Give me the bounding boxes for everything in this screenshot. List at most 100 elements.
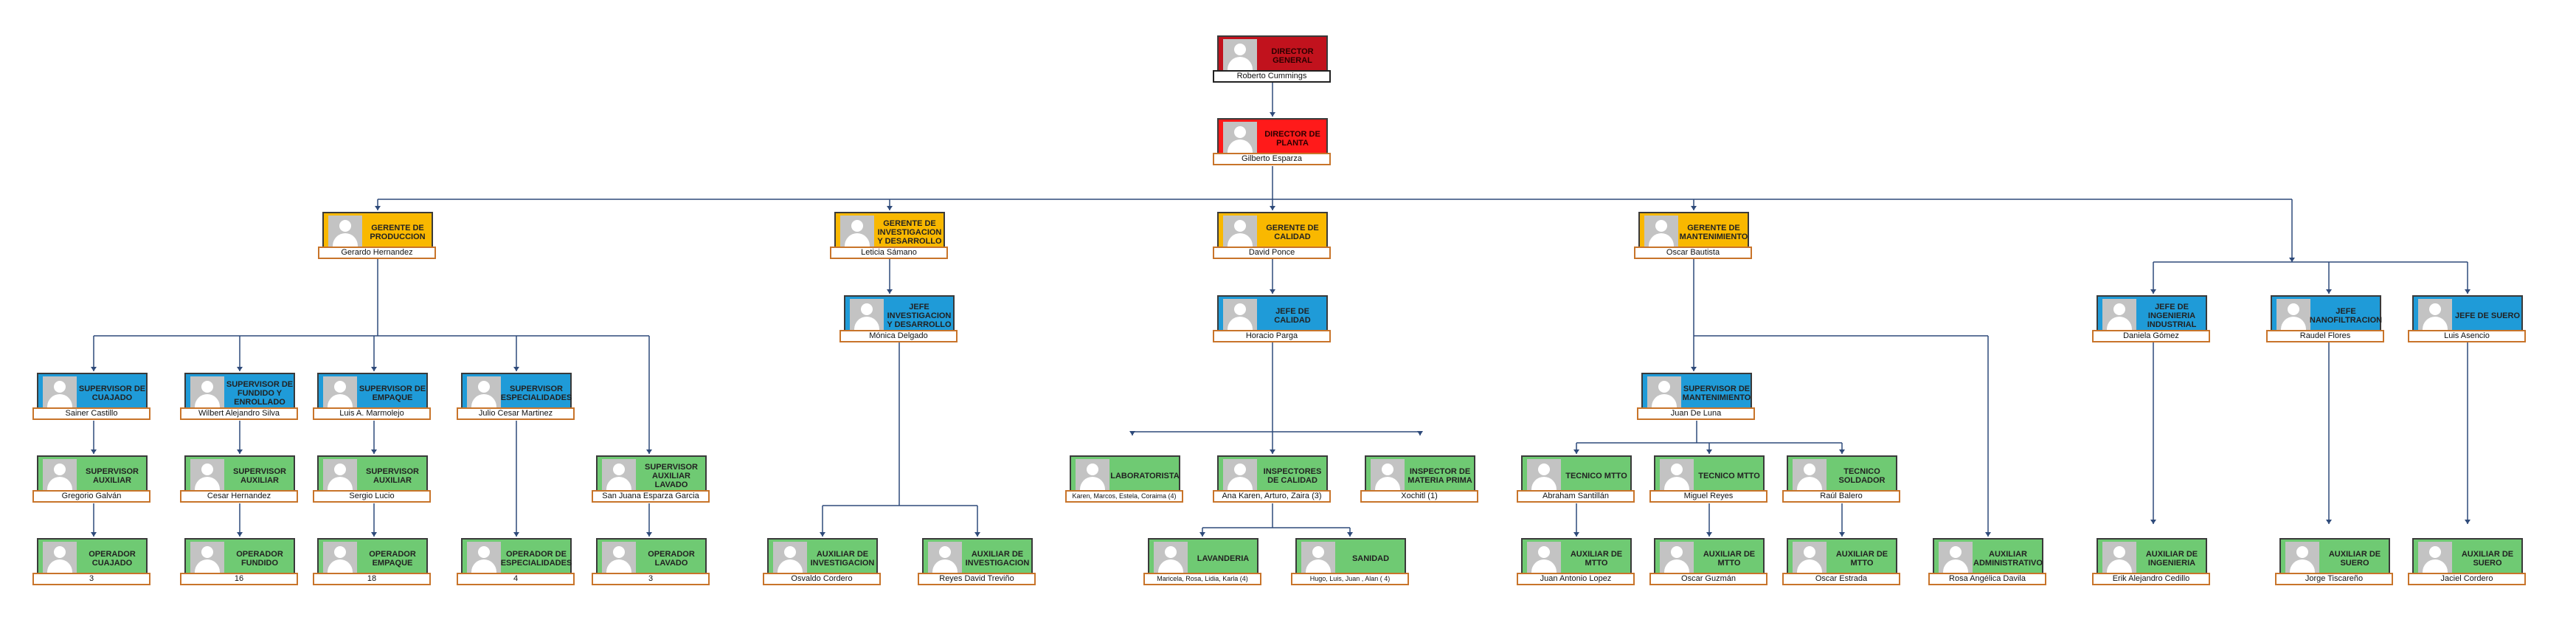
node-title: SUPERVISOR DE EMPAQUE — [359, 385, 426, 402]
node-title: AUXILIAR DE SUERO — [2461, 550, 2514, 568]
person-silhouette-icon — [1154, 542, 1188, 576]
node-inspector-materia-prima: INSPECTOR DE MATERIA PRIMA Xochitl (1) — [1360, 455, 1481, 507]
person-silhouette-icon — [1223, 216, 1257, 249]
node-title: JEFE DE INGENIERIA INDUSTRIAL — [2147, 303, 2197, 329]
node-title: JEFE NANOFILTRACION — [2309, 307, 2383, 325]
node-title: TECNICO MTTO — [1698, 472, 1760, 480]
node-title: SUPERVISOR AUXILIAR LAVADO — [645, 463, 698, 489]
node-name: Juan Antonio Lopez — [1517, 573, 1635, 585]
node-title: AUXILIAR ADMINISTRATIVO — [1973, 550, 2043, 568]
node-operador-fundido: OPERADOR FUNDIDO 16 — [180, 538, 301, 590]
node-name: Daniela Gómez — [2092, 330, 2210, 342]
node-name: Luis A. Marmolejo — [313, 407, 431, 420]
node-name: Cesar Hernandez — [180, 490, 298, 503]
person-silhouette-icon — [602, 459, 636, 493]
node-title: INSPECTORES DE CALIDAD — [1263, 467, 1322, 485]
node-title: JEFE DE SUERO — [2454, 311, 2521, 320]
node-director-planta: DIRECTOR DE PLANTA Gilberto Esparza — [1213, 118, 1334, 170]
node-auxiliar-investigacion-2: AUXILIAR DE INVESTIGACION Reyes David Tr… — [918, 538, 1039, 590]
node-jefe-ingenieria: JEFE DE INGENIERIA INDUSTRIAL Daniela Gó… — [2092, 295, 2213, 347]
node-name: Roberto Cummings — [1213, 70, 1331, 83]
node-name: 18 — [313, 573, 431, 585]
node-auxiliar-administrativo: AUXILIAR ADMINISTRATIVO Rosa Angélica Da… — [1928, 538, 2049, 590]
node-name: Xochitl (1) — [1360, 490, 1478, 503]
node-title: SUPERVISOR DE CUAJADO — [78, 385, 146, 402]
person-silhouette-icon — [323, 459, 357, 493]
node-name: Leticia Sámano — [830, 247, 948, 259]
node-jefe-investigacion: JEFE INVESTIGACION Y DESARROLLO Mónica D… — [839, 295, 960, 347]
node-name: 3 — [592, 573, 710, 585]
node-title: SUPERVISOR DE FUNDIDO Y ENROLLADO — [226, 380, 294, 407]
person-silhouette-icon — [1223, 459, 1257, 493]
node-title: TECNICO MTTO — [1565, 472, 1627, 480]
node-title: GERENTE DE PRODUCCION — [370, 224, 426, 241]
node-title: GERENTE DE INVESTIGACION Y DESARROLLO — [877, 219, 942, 246]
node-name: Maricela, Rosa, Lidia, Karla (4) — [1143, 573, 1261, 585]
node-supervisor-auxiliar-empaque: SUPERVISOR AUXILIAR Sergio Lucio — [313, 455, 434, 507]
person-silhouette-icon — [2276, 299, 2310, 333]
person-silhouette-icon — [190, 542, 224, 576]
node-name: Oscar Estrada — [1782, 573, 1900, 585]
person-silhouette-icon — [1076, 459, 1109, 493]
node-name: Gerardo Hernandez — [318, 247, 436, 259]
node-title: SUPERVISOR ESPECIALIDADES — [500, 385, 572, 402]
node-jefe-calidad: JEFE DE CALIDAD Horacio Parga — [1213, 295, 1334, 347]
node-tecnico-mtto-1: TECNICO MTTO Abraham Santillán — [1517, 455, 1638, 507]
node-supervisor-mantenimiento: SUPERVISOR DE MANTENIMIENTO Juan De Luna — [1637, 373, 1758, 424]
node-name: Miguel Reyes — [1649, 490, 1767, 503]
node-operador-especialidades: OPERADOR DE ESPECIALIDADES 4 — [457, 538, 578, 590]
node-title: AUXILIAR DE MTTO — [1835, 550, 1888, 568]
node-name: 4 — [457, 573, 575, 585]
node-title: JEFE INVESTIGACION Y DESARROLLO — [887, 303, 952, 329]
node-tecnico-mtto-2: TECNICO MTTO Miguel Reyes — [1649, 455, 1770, 507]
node-title: INSPECTOR DE MATERIA PRIMA — [1408, 467, 1472, 485]
node-operador-empaque: OPERADOR EMPAQUE 18 — [313, 538, 434, 590]
node-lavanderia: LAVANDERIA Maricela, Rosa, Lidia, Karla … — [1143, 538, 1264, 590]
node-sanidad: SANIDAD Hugo, Luis, Juan , Alan ( 4) — [1291, 538, 1412, 590]
node-name: Gregorio Galván — [32, 490, 150, 503]
node-laboratorista: LABORATORISTA Karen, Marcos, Estela, Cor… — [1065, 455, 1186, 507]
node-title: SUPERVISOR AUXILIAR — [86, 467, 139, 485]
person-silhouette-icon — [190, 459, 224, 493]
person-silhouette-icon — [1527, 542, 1561, 576]
node-title: SANIDAD — [1351, 554, 1390, 563]
person-silhouette-icon — [773, 542, 807, 576]
node-name: Julio Cesar Martinez — [457, 407, 575, 420]
node-name: Gilberto Esparza — [1213, 153, 1331, 165]
person-silhouette-icon — [467, 542, 501, 576]
person-silhouette-icon — [43, 459, 77, 493]
node-title: GERENTE DE MANTENIMIENTO — [1679, 224, 1748, 241]
node-title: AUXILIAR DE MTTO — [1703, 550, 1756, 568]
node-auxiliar-mtto-3: AUXILIAR DE MTTO Oscar Estrada — [1782, 538, 1903, 590]
node-name: Wilbert Alejandro Silva — [180, 407, 298, 420]
person-silhouette-icon — [328, 216, 362, 249]
node-title: SUPERVISOR AUXILIAR — [233, 467, 286, 485]
person-silhouette-icon — [1660, 542, 1694, 576]
node-title: DIRECTOR GENERAL — [1271, 47, 1314, 65]
node-supervisor-auxiliar-lavado: SUPERVISOR AUXILIAR LAVADO San Juana Esp… — [592, 455, 713, 507]
node-gerente-calidad: GERENTE DE CALIDAD David Ponce — [1213, 212, 1334, 263]
node-title: OPERADOR DE ESPECIALIDADES — [500, 550, 572, 568]
person-silhouette-icon — [1223, 122, 1257, 156]
person-silhouette-icon — [43, 376, 77, 410]
person-silhouette-icon — [190, 376, 224, 410]
node-name: Horacio Parga — [1213, 330, 1331, 342]
person-silhouette-icon — [323, 542, 357, 576]
node-auxiliar-ingenieria: AUXILIAR DE INGENIERIA Erik Alejandro Ce… — [2092, 538, 2213, 590]
node-inspectores-calidad: INSPECTORES DE CALIDAD Ana Karen, Arturo… — [1213, 455, 1334, 507]
node-title: SUPERVISOR AUXILIAR — [366, 467, 419, 485]
person-silhouette-icon — [1371, 459, 1405, 493]
node-title: AUXILIAR DE INVESTIGACION — [965, 550, 1030, 568]
node-title: JEFE DE CALIDAD — [1274, 307, 1311, 325]
person-silhouette-icon — [1527, 459, 1561, 493]
person-silhouette-icon — [850, 299, 884, 333]
person-silhouette-icon — [467, 376, 501, 410]
node-auxiliar-investigacion-1: AUXILIAR DE INVESTIGACION Osvaldo Corder… — [763, 538, 884, 590]
node-operador-lavado: OPERADOR LAVADO 3 — [592, 538, 713, 590]
node-jefe-suero: JEFE DE SUERO Luis Asencio — [2408, 295, 2529, 347]
node-auxiliar-mtto-2: AUXILIAR DE MTTO Oscar Guzmán — [1649, 538, 1770, 590]
node-operador-cuajado: OPERADOR CUAJADO 3 — [32, 538, 153, 590]
node-title: DIRECTOR DE PLANTA — [1264, 130, 1320, 148]
node-name: Ana Karen, Arturo, Zaira (3) — [1213, 490, 1331, 503]
